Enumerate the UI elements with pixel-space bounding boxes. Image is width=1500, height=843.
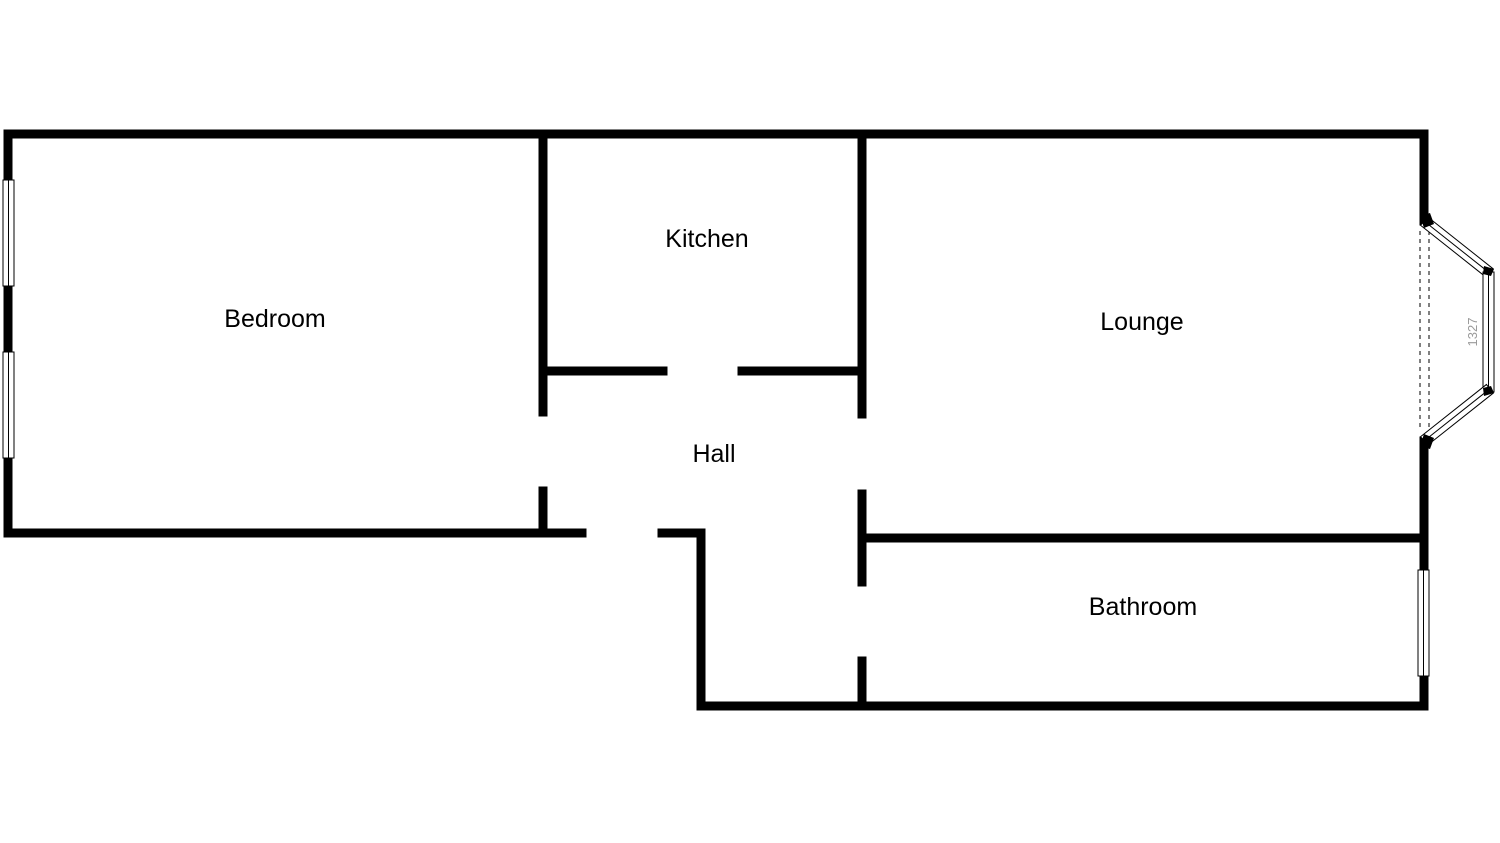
- bay-window-lounge: [1419, 213, 1495, 449]
- bay-window-dimension: 1327: [1465, 318, 1480, 347]
- walls: [3, 129, 1429, 711]
- room-label-bathroom: Bathroom: [1089, 593, 1197, 621]
- windows: [2, 179, 1495, 677]
- room-label-bedroom: Bedroom: [224, 305, 325, 333]
- room-labels: Bedroom Kitchen Lounge Hall Bathroom: [224, 225, 1197, 621]
- room-label-lounge: Lounge: [1100, 308, 1183, 336]
- room-label-hall: Hall: [692, 440, 735, 468]
- window-bedroom-upper: [2, 179, 15, 287]
- room-label-kitchen: Kitchen: [665, 225, 748, 253]
- window-bathroom: [1417, 569, 1430, 677]
- window-bedroom-lower: [2, 351, 15, 459]
